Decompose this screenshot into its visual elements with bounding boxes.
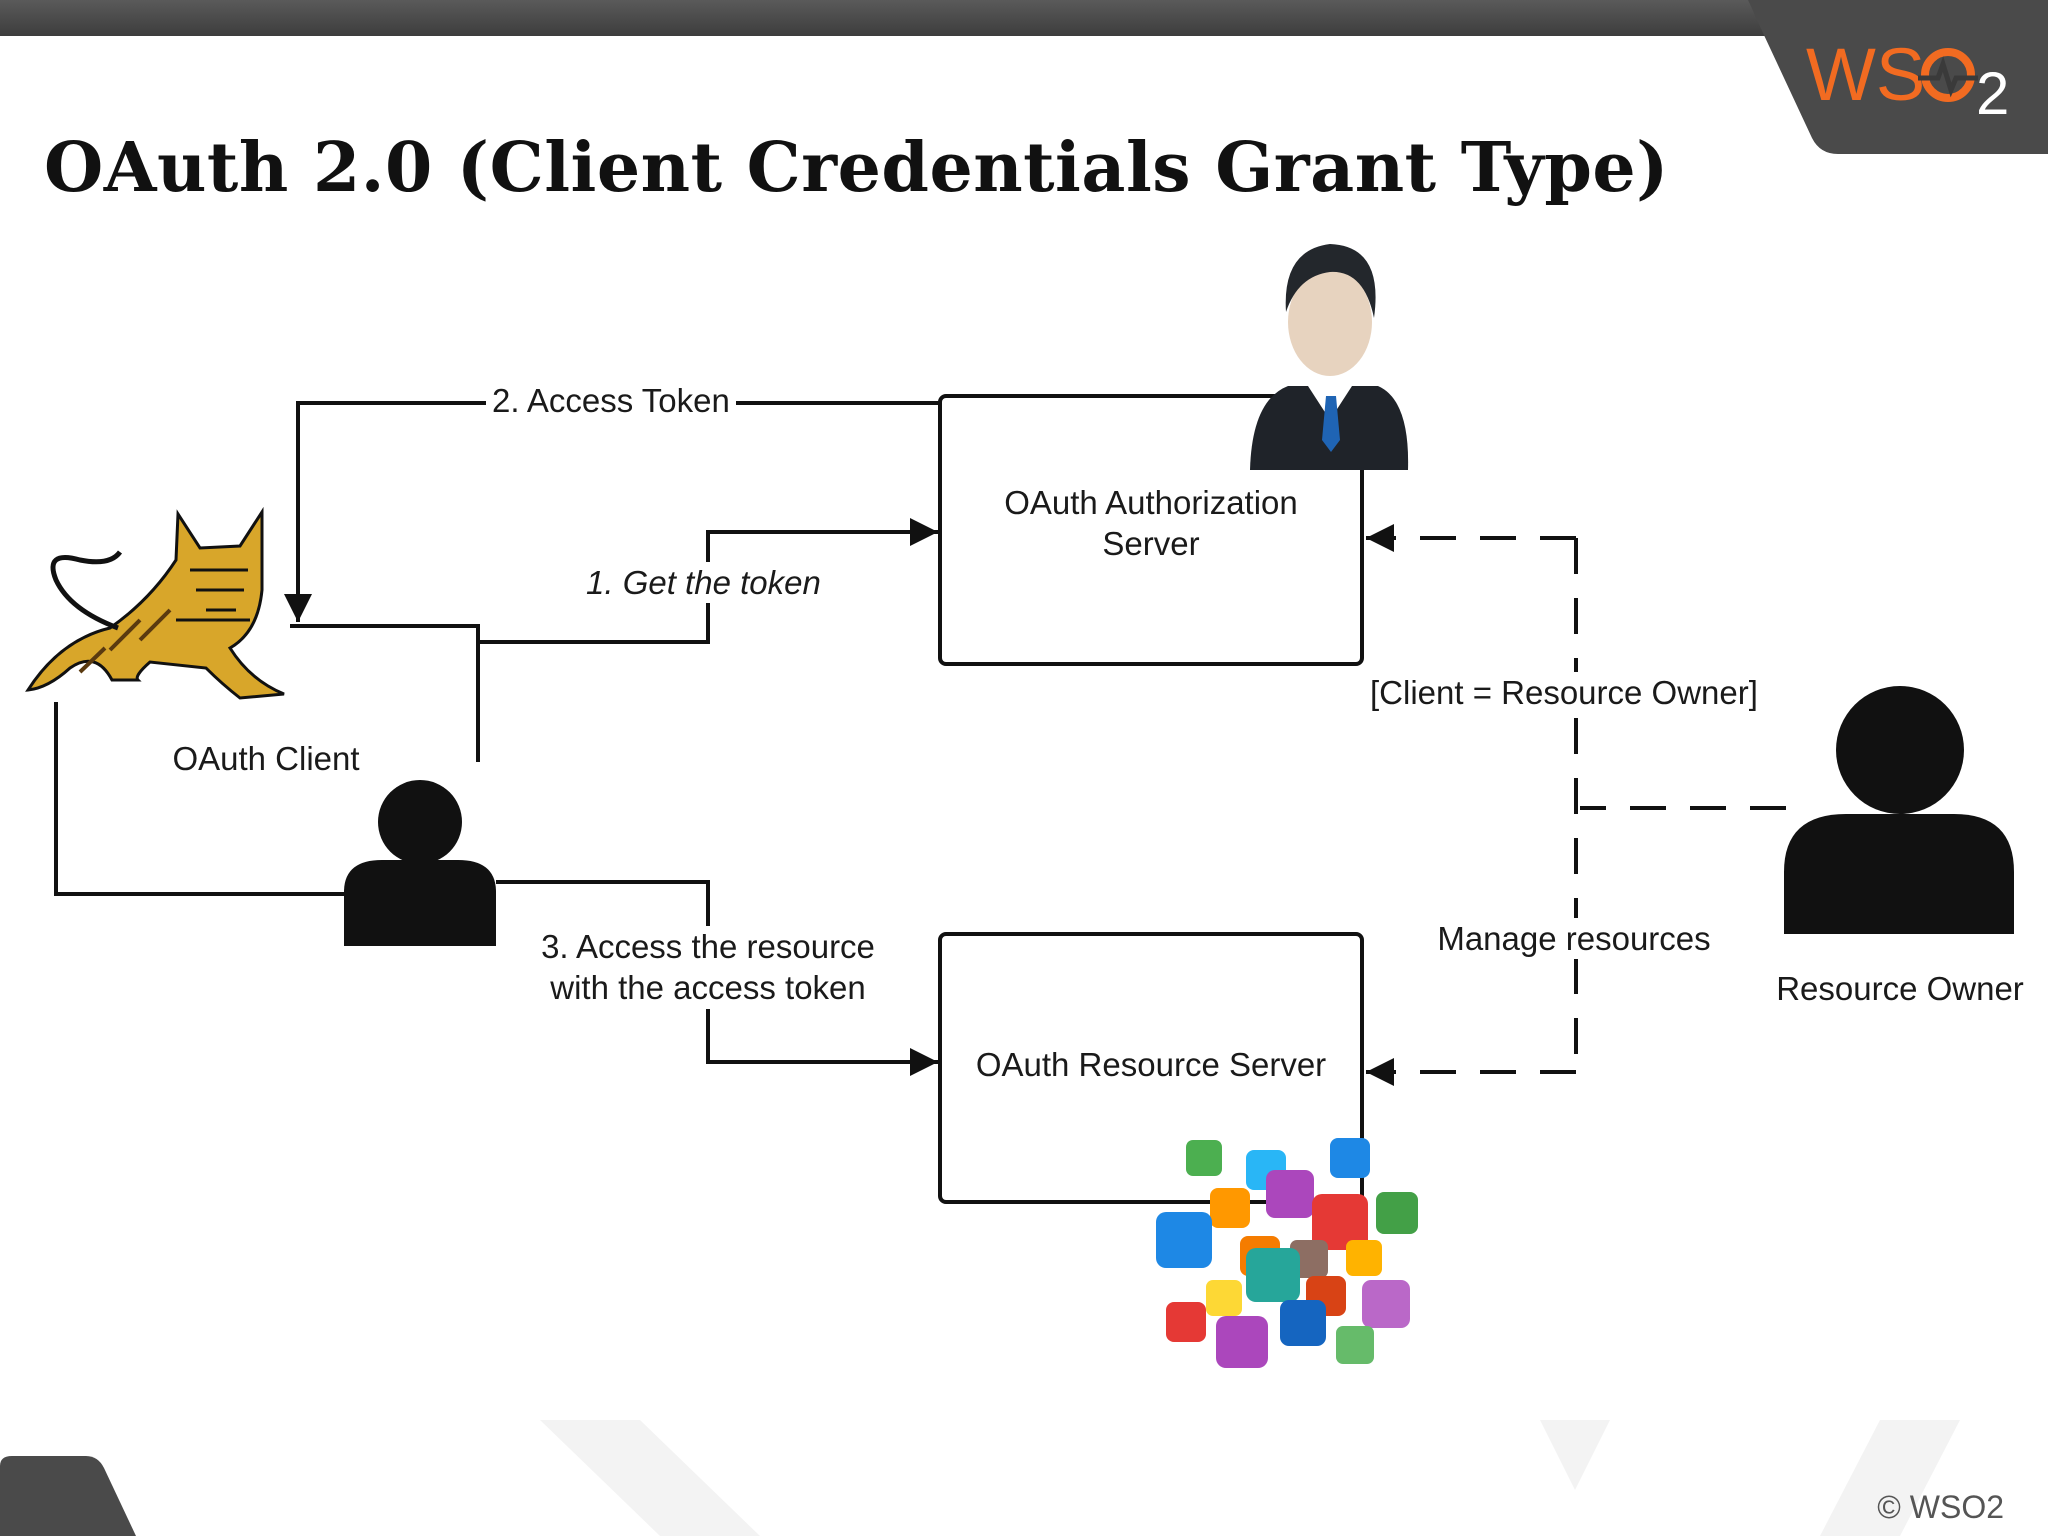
get-token-label: 1. Get the token	[580, 562, 827, 604]
authorization-server-label: OAuth Authorization Server	[1004, 484, 1298, 563]
manage-resources-dashes	[1366, 524, 1786, 1086]
resource-server-box	[938, 932, 1364, 1204]
client-equals-owner-label: [Client = Resource Owner]	[1364, 672, 1764, 714]
resource-server-label: OAuth Resource Server	[975, 1046, 1327, 1083]
svg-text:WS: WS	[1806, 33, 1925, 116]
access-token-label: 2. Access Token	[486, 380, 736, 422]
page-title: OAuth 2.0 (Client Credentials Grant Type…	[44, 128, 1669, 208]
top-bar	[0, 0, 2048, 36]
resource-owner-user-icon	[1784, 686, 2014, 934]
client-label: OAuth Client	[172, 740, 360, 777]
svg-text:2: 2	[1976, 60, 2009, 127]
copyright-text: © WSO2	[1877, 1489, 2004, 1525]
resource-owner-label: Resource Owner	[1776, 970, 2024, 1007]
wso2-logo: WS 2	[1748, 0, 2048, 154]
footer-corner	[0, 1456, 136, 1536]
manage-resources-label: Manage resources	[1431, 918, 1717, 960]
access-resource-label: 3. Access the resource with the access t…	[535, 926, 881, 1009]
background-watermark	[540, 1420, 1960, 1536]
client-user-icon	[344, 780, 496, 946]
apps-cluster-icon	[1156, 1138, 1418, 1368]
client-group-outline	[54, 702, 350, 896]
tomcat-icon	[25, 506, 285, 700]
businessman-icon	[1250, 244, 1409, 470]
